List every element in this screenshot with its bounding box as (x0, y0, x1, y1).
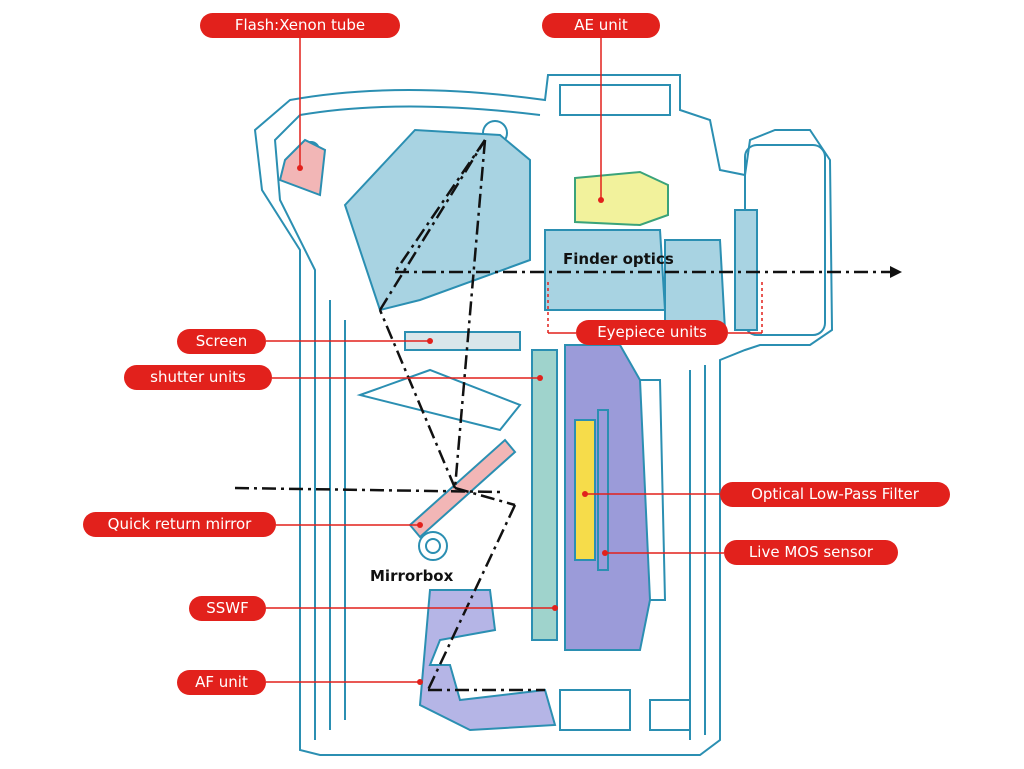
label-live-mos-sensor: Live MOS sensor (724, 540, 898, 565)
label-quick-return-mirror: Quick return mirror (83, 512, 276, 537)
label-eyepiece-units: Eyepiece units (576, 320, 728, 345)
leader-lines (266, 38, 763, 683)
light-path (234, 139, 890, 692)
label-mirrorbox: Mirrorbox (370, 567, 454, 585)
label-flash: Flash:Xenon tube (200, 13, 400, 38)
eyepiece-window (734, 209, 758, 331)
focusing-screen (404, 331, 521, 351)
label-olpf: Optical Low-Pass Filter (720, 482, 950, 507)
olpf-sensor-shape (574, 419, 596, 561)
label-finder-optics: Finder optics (563, 250, 674, 268)
leader-dots (297, 165, 608, 685)
quick-return-mirror (408, 438, 517, 539)
label-ae-unit: AE unit (542, 13, 660, 38)
label-sswf: SSWF (189, 596, 266, 621)
finder-optics-lens (544, 229, 667, 311)
arrow-head-icon (890, 266, 902, 278)
sswf-unit (531, 349, 558, 641)
olpf-frame (597, 409, 609, 571)
af-unit-shape (418, 589, 557, 732)
label-shutter-units: shutter units (124, 365, 272, 390)
eyepiece-lens (664, 239, 727, 331)
pentaprism (343, 128, 531, 312)
label-af-unit: AF unit (177, 670, 266, 695)
ae-unit-shape (574, 170, 669, 227)
label-screen: Screen (177, 329, 266, 354)
